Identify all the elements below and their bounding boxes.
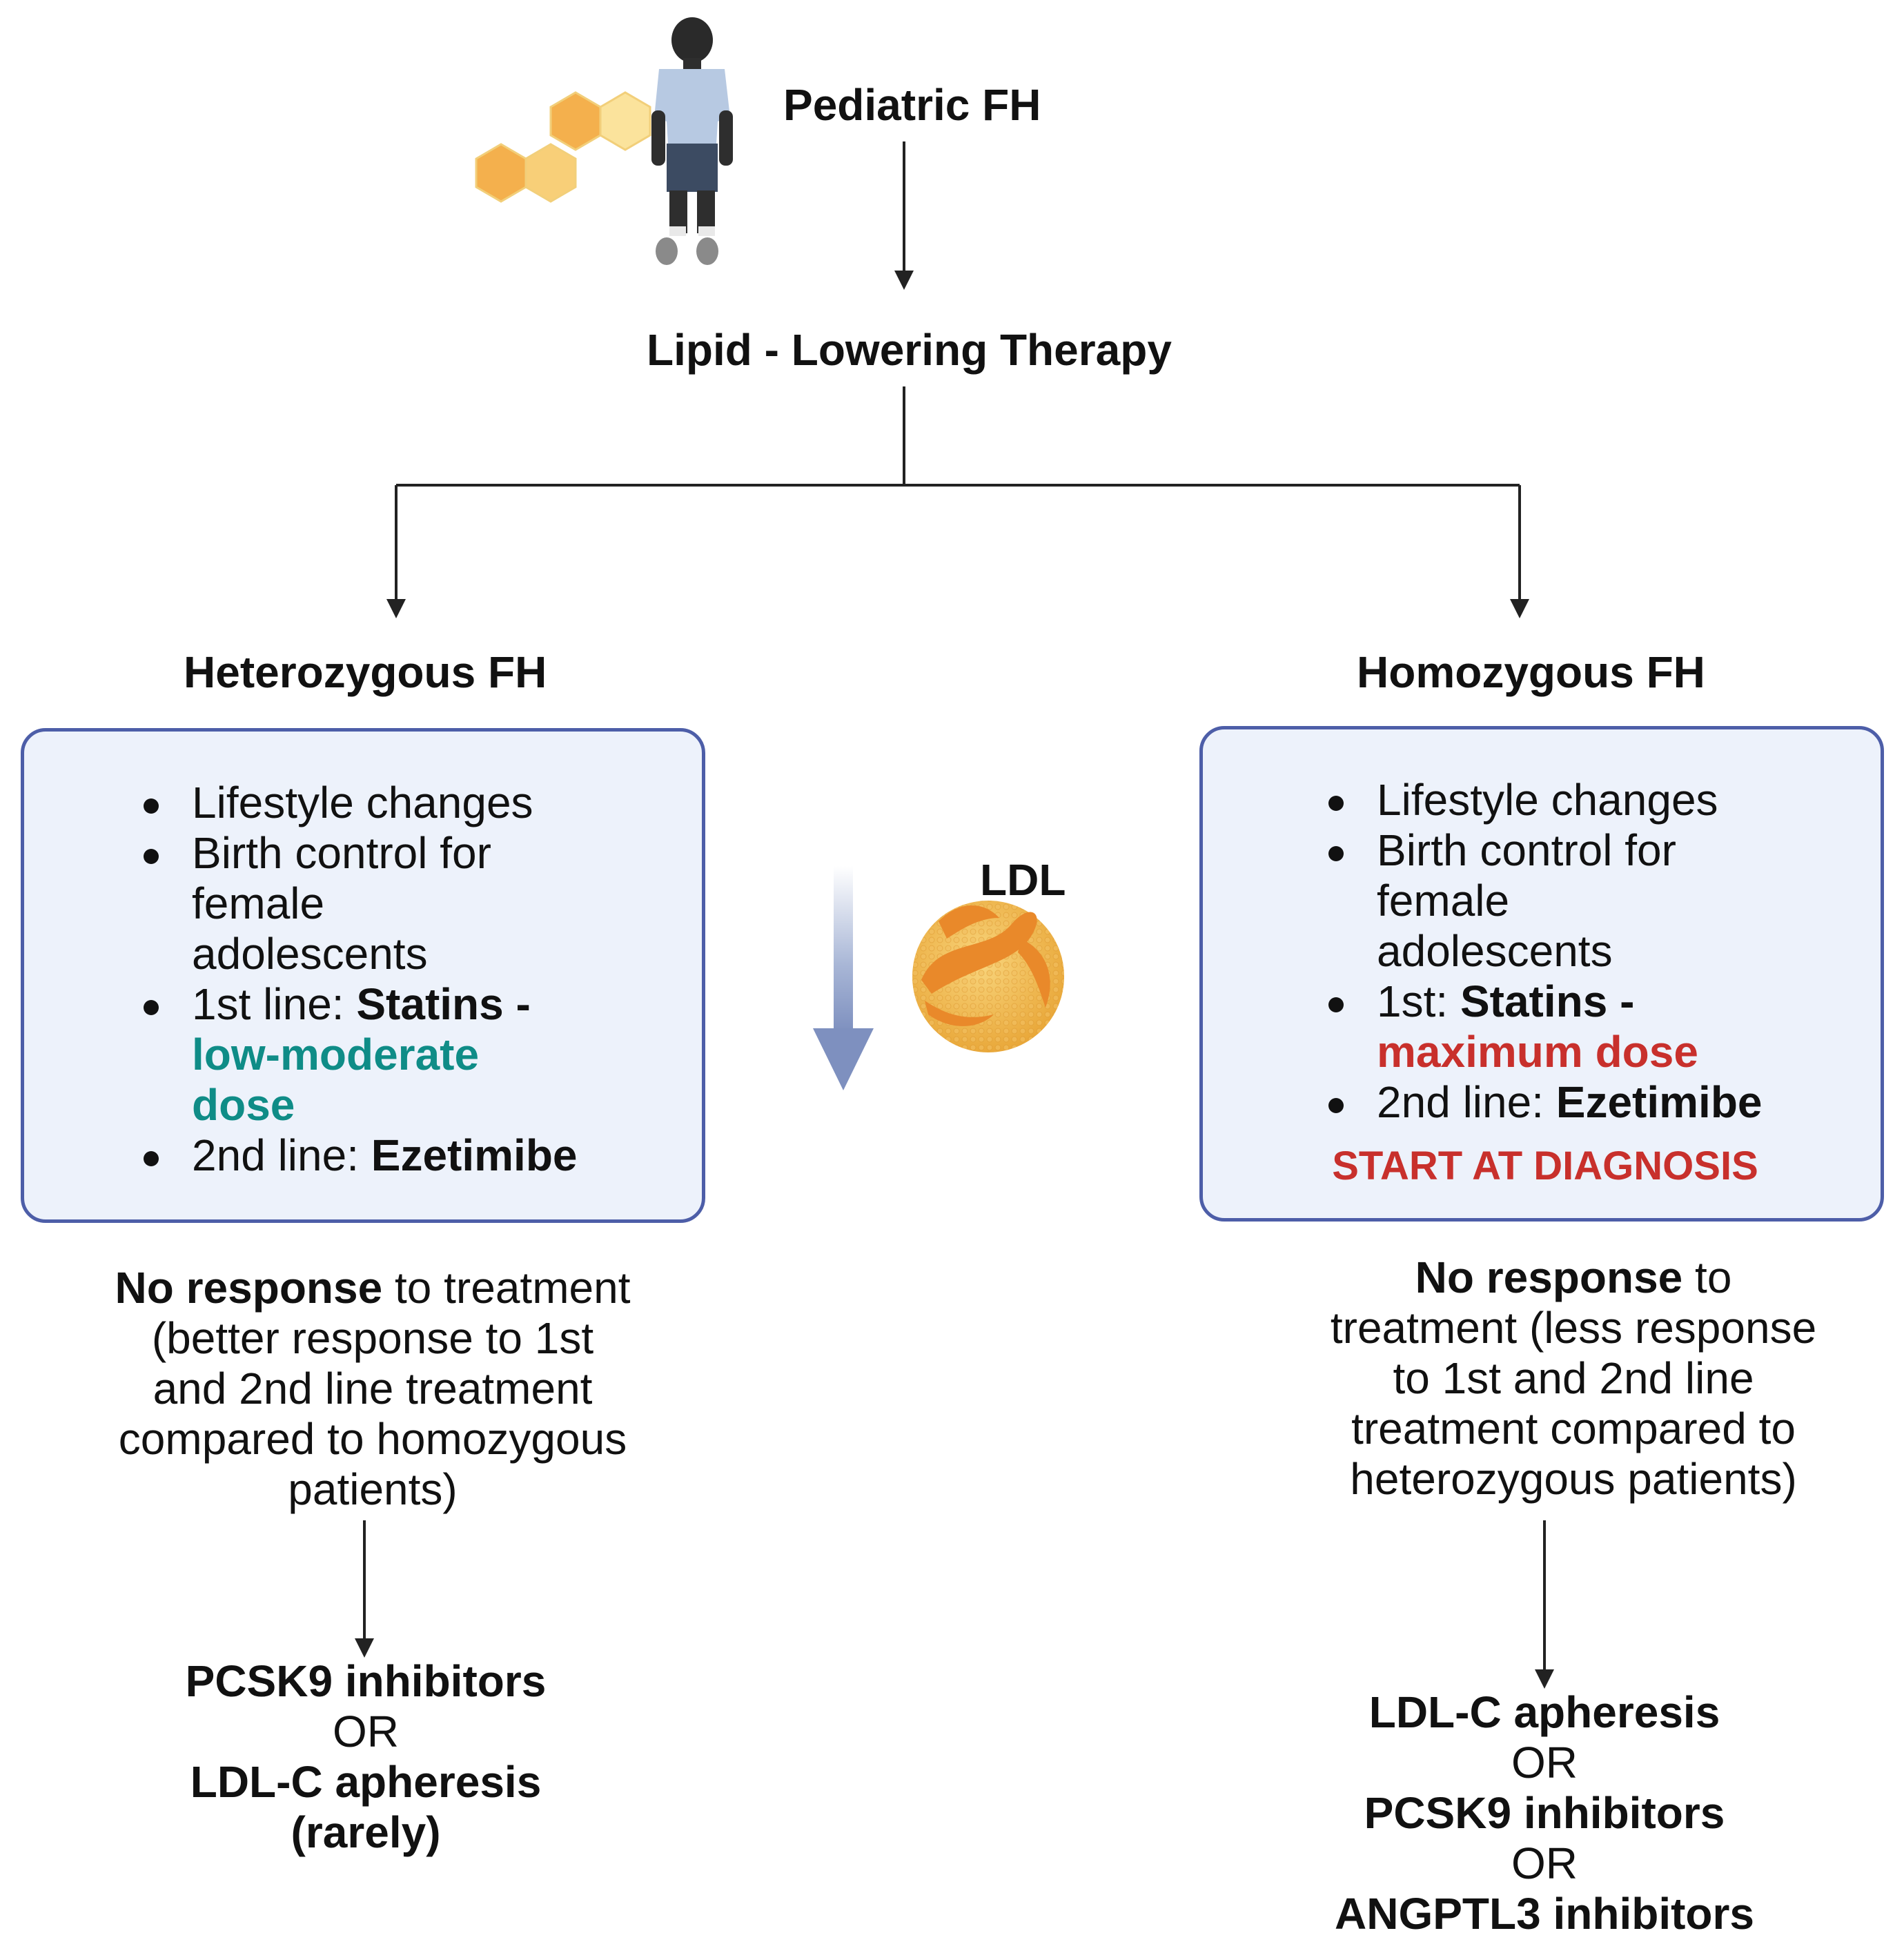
second-line-prefix: 2nd line:	[192, 1130, 371, 1180]
no-response-line-4: compared to homozygous	[118, 1414, 627, 1464]
ezetimibe-label: Ezetimibe	[371, 1130, 578, 1180]
heterozygous-treatment-list: Lifestyle changes Birth control for fema…	[24, 778, 702, 1181]
homozygous-options: LDL-C apheresis OR PCSK9 inhibitors OR A…	[1268, 1687, 1820, 1939]
no-response-line-3: and 2nd line treatment	[153, 1364, 593, 1413]
statins-label: Statins -	[1460, 977, 1635, 1026]
arrowhead-right	[1510, 599, 1529, 618]
down-arrow-icon	[813, 866, 874, 1090]
homozygous-no-response-text: No response to treatment (less response …	[1263, 1253, 1884, 1504]
option-angptl3: ANGPTL3 inhibitors	[1335, 1889, 1754, 1939]
no-response-bold: No response	[1415, 1253, 1683, 1302]
birth-control-line-2: female	[1377, 876, 1510, 925]
option-pcsk9: PCSK9 inhibitors	[1364, 1788, 1725, 1838]
no-response-bold: No response	[115, 1263, 383, 1313]
lipid-lowering-therapy-title: Lipid - Lowering Therapy	[647, 325, 1172, 375]
statins-prefix: 1st line:	[192, 979, 357, 1029]
hexagon-chain-icon	[475, 91, 651, 203]
homozygous-treatment-list: Lifestyle changes Birth control for fema…	[1203, 775, 1881, 1128]
second-line-prefix: 2nd line:	[1377, 1077, 1556, 1127]
no-response-line-5: heterozygous patients)	[1350, 1454, 1797, 1504]
list-item: 1st line: Statins - low-moderate dose	[144, 979, 702, 1130]
no-response-line-2: treatment (less response	[1330, 1303, 1817, 1353]
statins-prefix: 1st:	[1377, 977, 1460, 1026]
heterozygous-options: PCSK9 inhibitors OR LDL-C apheresis (rar…	[90, 1656, 642, 1858]
arrowhead-right-outcome	[1535, 1669, 1554, 1689]
dose-line: maximum dose	[1377, 1027, 1698, 1077]
statins-label: Statins -	[356, 979, 531, 1029]
lifestyle-item-text: Lifestyle changes	[1377, 775, 1718, 825]
birth-control-line-3: adolescents	[192, 929, 428, 979]
child-figure-icon	[651, 17, 733, 265]
option-or: OR	[1511, 1738, 1578, 1787]
list-item: Birth control for female adolescents	[144, 828, 702, 979]
start-at-diagnosis-note: START AT DIAGNOSIS	[1332, 1144, 1758, 1188]
birth-control-line-1: Birth control for	[192, 828, 491, 878]
list-item: 1st: Statins - maximum dose	[1328, 977, 1881, 1077]
option-pcsk9: PCSK9 inhibitors	[185, 1656, 547, 1706]
no-response-rest: to	[1682, 1253, 1732, 1302]
no-response-line-2: (better response to 1st	[151, 1313, 594, 1363]
no-response-line-4: treatment compared to	[1351, 1404, 1796, 1453]
option-or: OR	[1511, 1838, 1578, 1888]
dose-line-1: low-moderate	[192, 1030, 480, 1079]
ldl-label: LDL	[980, 855, 1066, 905]
pediatric-fh-title: Pediatric FH	[783, 80, 1041, 130]
no-response-line-5: patients)	[288, 1464, 458, 1514]
no-response-rest: to treatment	[382, 1263, 631, 1313]
option-ldl-apheresis: LDL-C apheresis	[190, 1757, 542, 1807]
ldl-particle-icon	[912, 901, 1064, 1052]
list-item: Lifestyle changes	[144, 778, 702, 828]
birth-control-line-2: female	[192, 879, 325, 928]
list-item: Birth control for female adolescents	[1328, 825, 1881, 977]
arrowhead-left	[386, 599, 406, 618]
list-item: Lifestyle changes	[1328, 775, 1881, 825]
no-response-line-3: to 1st and 2nd line	[1393, 1353, 1754, 1403]
homozygous-treatment-box: Lifestyle changes Birth control for fema…	[1199, 726, 1884, 1222]
option-or: OR	[333, 1707, 399, 1756]
option-ldl-apheresis: LDL-C apheresis	[1368, 1687, 1720, 1737]
arrowhead-therapy	[894, 271, 914, 290]
birth-control-line-3: adolescents	[1377, 926, 1613, 976]
homozygous-fh-title: Homozygous FH	[1357, 647, 1705, 697]
option-rarely-note: (rarely)	[291, 1807, 441, 1857]
ezetimibe-label: Ezetimibe	[1555, 1077, 1763, 1127]
dose-line-2: dose	[192, 1080, 295, 1130]
lifestyle-item-text: Lifestyle changes	[192, 778, 533, 827]
arrowhead-left-outcome	[355, 1638, 374, 1658]
list-item: 2nd line: Ezetimibe	[1328, 1077, 1881, 1128]
list-item: 2nd line: Ezetimibe	[144, 1130, 702, 1181]
heterozygous-no-response-text: No response to treatment (better respons…	[62, 1263, 683, 1515]
birth-control-line-1: Birth control for	[1377, 825, 1676, 875]
heterozygous-treatment-box: Lifestyle changes Birth control for fema…	[21, 728, 705, 1223]
heterozygous-fh-title: Heterozygous FH	[184, 647, 547, 697]
